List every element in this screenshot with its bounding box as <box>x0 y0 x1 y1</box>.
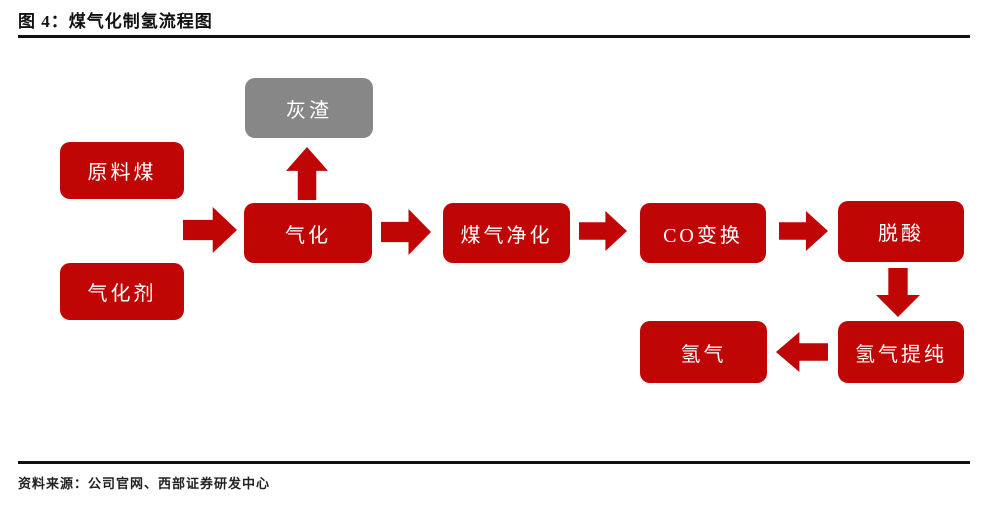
node-ash-residue: 灰渣 <box>245 78 373 138</box>
node-co-shift: CO变换 <box>640 203 766 263</box>
arrow-hydrogen-purification-to-hydrogen-icon <box>776 332 828 372</box>
source-divider-line <box>18 461 970 464</box>
arrow-deacidification-to-hydrogen-purification-icon <box>876 268 920 317</box>
node-deacidification-label: 脱酸 <box>878 223 924 245</box>
figure-title: 图 4：煤气化制氢流程图 <box>18 12 213 31</box>
node-ash-residue-label: 灰渣 <box>286 99 332 122</box>
node-gas-purification-label: 煤气净化 <box>460 224 553 247</box>
node-co-shift-label: CO变换 <box>663 224 743 247</box>
node-hydrogen-purification: 氢气提纯 <box>838 321 964 383</box>
node-gasification-label: 气化 <box>285 224 331 247</box>
arrow-gasification-to-ash-icon <box>286 147 328 200</box>
node-gasifying-agent-label: 气化剂 <box>87 283 157 305</box>
node-gasifying-agent: 气化剂 <box>60 263 184 320</box>
arrow-gasification-to-gas-purification-icon <box>381 209 431 255</box>
arrow-gas-purification-to-co-shift-icon <box>579 211 627 251</box>
title-divider-line <box>18 35 970 38</box>
figure-source: 资料来源：公司官网、西部证券研发中心 <box>18 476 271 491</box>
node-raw-coal: 原料煤 <box>60 142 184 199</box>
node-deacidification: 脱酸 <box>838 201 964 262</box>
node-gas-purification: 煤气净化 <box>443 203 570 263</box>
node-hydrogen-label: 氢气 <box>680 343 727 366</box>
arrow-feed-to-gasification-icon <box>183 207 237 253</box>
node-raw-coal-label: 原料煤 <box>87 162 157 184</box>
node-hydrogen-purification-label: 氢气提纯 <box>855 343 947 366</box>
arrow-co-shift-to-deacidification-icon <box>779 211 828 251</box>
node-hydrogen: 氢气 <box>640 321 767 383</box>
node-gasification: 气化 <box>244 203 372 263</box>
